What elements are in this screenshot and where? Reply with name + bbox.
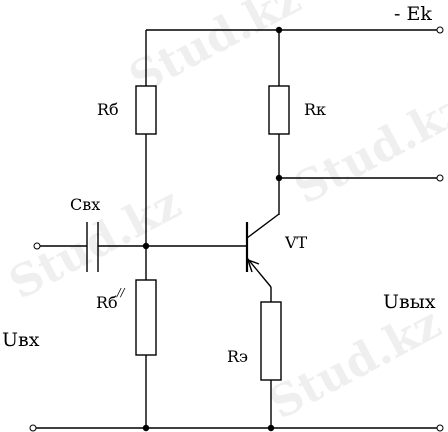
resistor-rb-upper bbox=[135, 85, 157, 135]
label-uout: Uвых bbox=[383, 291, 436, 313]
label-rb-lower: Rб bbox=[96, 293, 118, 312]
terminal-input bbox=[33, 242, 41, 250]
capacitor-cin bbox=[86, 222, 99, 272]
emitter-arrow bbox=[246, 258, 260, 273]
watermark-text-bottom: Stud.kz bbox=[261, 298, 448, 430]
transistor-emitter-lead bbox=[246, 257, 272, 288]
junction-top bbox=[275, 26, 283, 34]
junction-base bbox=[142, 242, 150, 250]
resistor-rb-lower bbox=[135, 279, 157, 356]
label-rk: Rк bbox=[304, 100, 326, 119]
terminal-output bbox=[436, 174, 444, 182]
label-uin: Uвх bbox=[2, 329, 40, 351]
label-rb-lower-mark: // bbox=[116, 286, 126, 299]
transistor-vt bbox=[245, 213, 280, 288]
terminals bbox=[29, 26, 444, 432]
junction-bottom-emitter bbox=[267, 424, 275, 432]
label-vt: VT bbox=[284, 233, 308, 252]
transistor-collector-lead bbox=[246, 213, 280, 239]
resistor-re bbox=[260, 301, 282, 381]
label-cin: Cвх bbox=[70, 195, 100, 214]
terminal-supply bbox=[436, 26, 444, 34]
junction-output bbox=[275, 174, 283, 182]
label-supply: - Ek bbox=[394, 3, 432, 25]
terminal-ground-right bbox=[436, 424, 444, 432]
junction-bottom-left bbox=[142, 424, 150, 432]
terminal-ground-left bbox=[29, 424, 37, 432]
resistor-rk bbox=[268, 85, 290, 135]
label-rb-upper: Rб bbox=[97, 100, 119, 119]
junctions bbox=[142, 26, 283, 432]
label-re: Rэ bbox=[227, 347, 248, 366]
